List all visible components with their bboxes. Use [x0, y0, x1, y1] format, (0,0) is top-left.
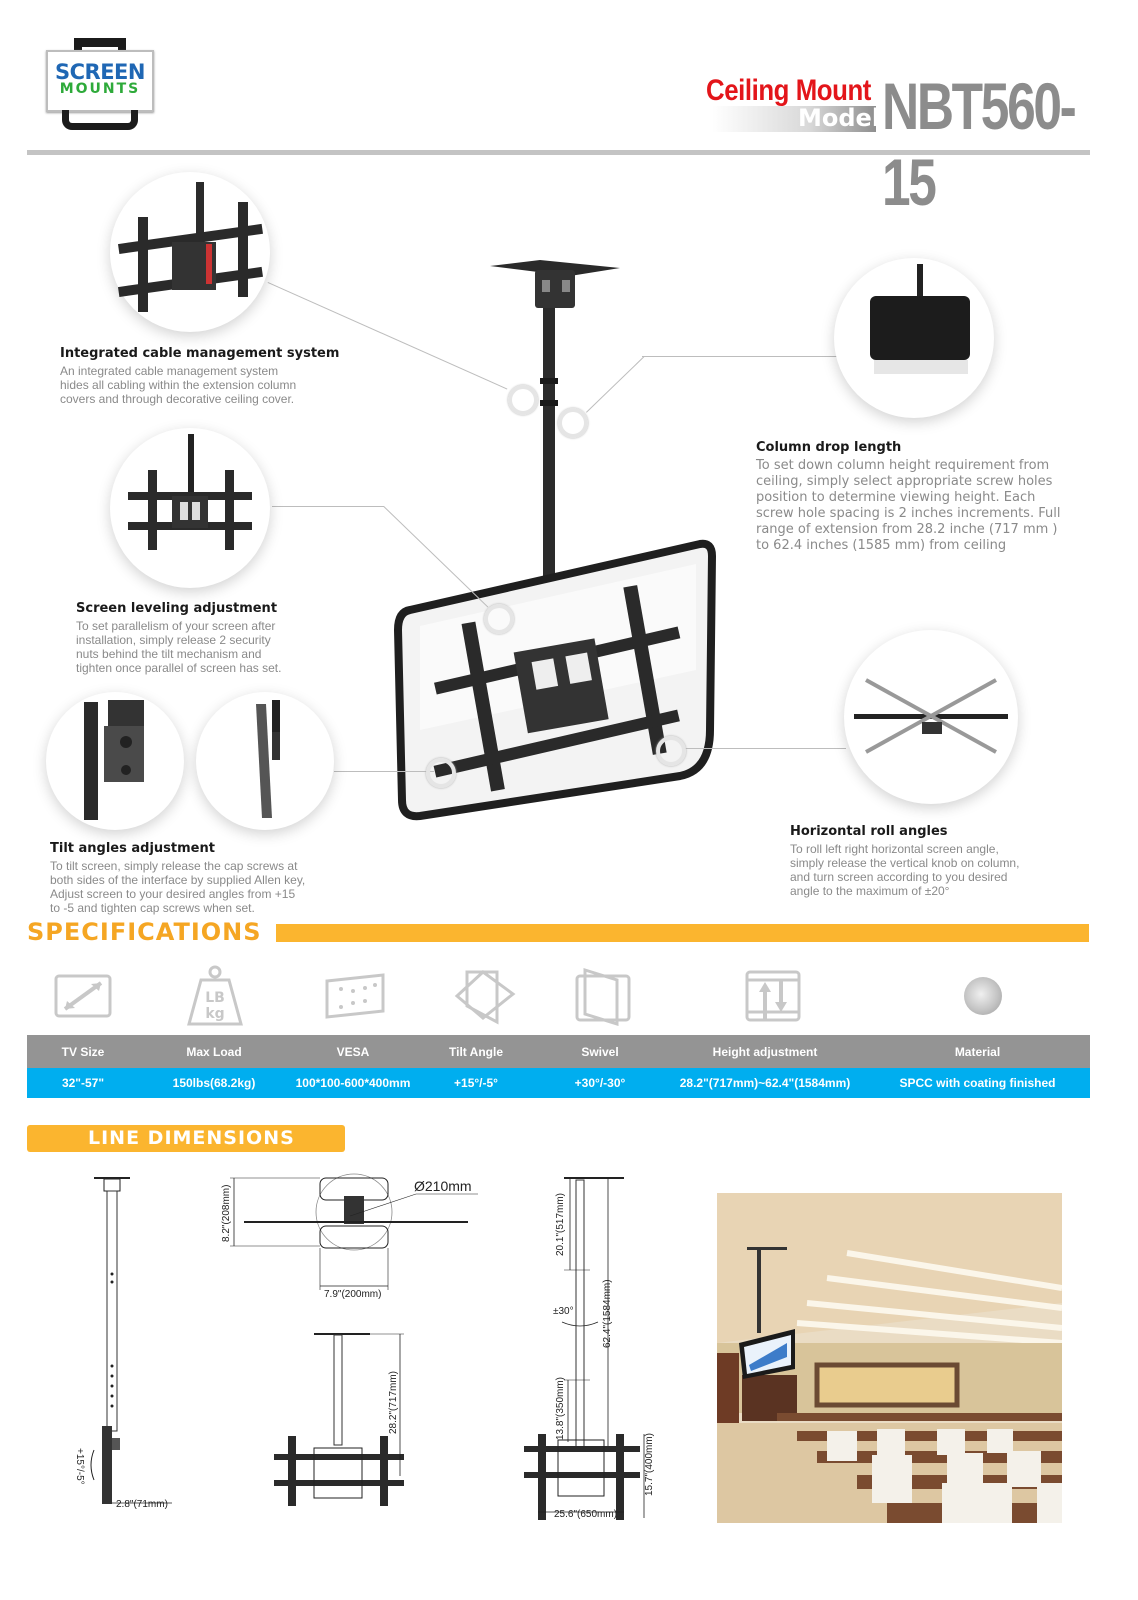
feature-cable-management: Integrated cable management system An in… — [60, 346, 360, 406]
spec-value-material: SPCC with coating finished — [865, 1068, 1090, 1098]
plate-height-label: 8.2"(208mm) — [221, 1184, 232, 1242]
feature-description: To set parallelism of your screen after … — [76, 619, 282, 675]
specifications-accent-bar — [276, 924, 1089, 942]
spec-value-max-load: 150lbs(68.2kg) — [139, 1068, 289, 1098]
feature-description: To tilt screen, simply release the cap s… — [50, 859, 306, 915]
swivel-icon — [547, 960, 659, 1032]
hotspot-leveling — [484, 604, 514, 634]
spec-col-material: Material — [865, 1035, 1090, 1068]
logo-text-mounts: MOUNTS — [59, 81, 141, 97]
conference-room-installation-photo — [717, 1193, 1062, 1523]
spec-value-vesa: 100*100-600*400mm — [289, 1068, 417, 1098]
tv-size-icon — [27, 960, 139, 1032]
feature-horizontal-roll: Horizontal roll angles To roll left righ… — [790, 824, 1080, 898]
spec-header-row: TV Size Max Load VESA Tilt Angle Swivel … — [27, 1035, 1090, 1068]
spec-value-swivel: +30°/-30° — [535, 1068, 665, 1098]
column-drop-detail-image — [834, 258, 994, 418]
max-drop-label: 62.4"(1584mm) — [602, 1279, 613, 1348]
spec-value-row: 32"-57" 150lbs(68.2kg) 100*100-600*400mm… — [27, 1068, 1090, 1098]
cable-management-detail-image — [110, 172, 270, 332]
feature-title: Horizontal roll angles — [790, 824, 948, 839]
spec-col-max-load: Max Load — [139, 1035, 289, 1068]
feature-title: Screen leveling adjustment — [76, 601, 278, 616]
swivel-range-label: ±30° — [553, 1306, 574, 1317]
callout-line-leveling — [272, 506, 384, 507]
feature-title: Tilt angles adjustment — [50, 841, 215, 856]
hotspot-roll — [656, 736, 686, 766]
feature-tilt-angles: Tilt angles adjustment To tilt screen, s… — [50, 841, 350, 915]
screen-mounts-logo: SCREEN MOUNTS — [46, 38, 154, 132]
callout-line-column-horizontal — [642, 356, 837, 357]
side-view-dimension-drawing — [90, 1177, 172, 1504]
feature-description: An integrated cable management system hi… — [60, 364, 297, 406]
header-divider — [27, 150, 1090, 155]
upper-section-label: 20.1"(517mm) — [555, 1192, 566, 1256]
feature-screen-leveling: Screen leveling adjustment To set parall… — [76, 601, 356, 675]
spec-value-height-adjustment: 28.2"(717mm)~62.4"(1584mm) — [665, 1068, 865, 1098]
tilt-range-label: +15°/-5° — [74, 1448, 85, 1485]
feature-description: To set down column height requirement fr… — [756, 458, 1061, 553]
spec-col-tilt-angle: Tilt Angle — [417, 1035, 535, 1068]
bracket-height-label: 15.7"(400mm) — [644, 1432, 655, 1496]
hotspot-cable — [508, 385, 538, 415]
spec-col-vesa: VESA — [289, 1035, 417, 1068]
svg-text:LB: LB — [205, 990, 225, 1006]
spec-value-tilt-angle: +15°/-5° — [417, 1068, 535, 1098]
feature-title: Integrated cable management system — [60, 346, 340, 361]
tilt-angle-icon — [427, 960, 539, 1032]
specifications-heading: SPECIFICATIONS — [27, 918, 262, 946]
callout-line-tilt — [334, 771, 434, 772]
material-sphere-icon — [927, 960, 1039, 1032]
minimum-drop-dimension-drawing — [274, 1333, 404, 1506]
feature-description: To roll left right horizontal screen ang… — [790, 842, 1020, 898]
feature-column-drop-length: Column drop length To set down column he… — [756, 440, 1076, 554]
logo-text-screen: SCREEN — [55, 60, 145, 84]
line-dimensions-heading: LINE DIMENSIONS — [88, 1127, 295, 1149]
svg-text:kg: kg — [205, 1006, 224, 1022]
tilt-side-view-image — [196, 692, 334, 830]
plate-width-label: 7.9"(200mm) — [324, 1289, 382, 1300]
model-number: NBT560-15 — [882, 69, 1077, 219]
ceiling-plate-dimension-drawing — [230, 1173, 478, 1290]
hotspot-tilt — [426, 758, 456, 788]
model-label-gradient — [712, 106, 876, 132]
spec-col-tv-size: TV Size — [27, 1035, 139, 1068]
tilt-bracket-detail-image — [46, 692, 184, 830]
feature-title: Column drop length — [756, 440, 902, 455]
spec-value-tv-size: 32"-57" — [27, 1068, 139, 1098]
spec-col-swivel: Swivel — [535, 1035, 665, 1068]
side-depth-label: 2.8"(71mm) — [116, 1499, 168, 1510]
spec-col-height-adjustment: Height adjustment — [665, 1035, 865, 1068]
logo-top-bar — [74, 38, 126, 47]
screen-leveling-detail-image — [110, 428, 270, 588]
maximum-drop-dimension-drawing — [524, 1177, 645, 1520]
product-category: Ceiling Mount — [706, 74, 871, 107]
hotspot-column — [558, 408, 588, 438]
height-adjustment-icon — [717, 960, 829, 1032]
ceiling-mount-product-image — [393, 260, 717, 821]
vesa-pattern-icon — [295, 960, 415, 1032]
callout-line-roll — [684, 748, 846, 749]
logo-stand — [62, 110, 138, 130]
plate-diameter-label: Ø210mm — [414, 1178, 472, 1194]
lower-section-label: 13.8"(350mm) — [555, 1376, 566, 1440]
horizontal-roll-detail-image — [844, 630, 1018, 804]
specifications-table: TV Size Max Load VESA Tilt Angle Swivel … — [27, 1035, 1090, 1098]
line-dimensions-tab — [27, 1125, 345, 1152]
min-drop-label: 28.2"(717mm) — [388, 1370, 399, 1434]
logo-panel — [46, 50, 154, 112]
bracket-width-label: 25.6"(650mm) — [554, 1509, 618, 1520]
model-label: Model — [798, 104, 881, 132]
